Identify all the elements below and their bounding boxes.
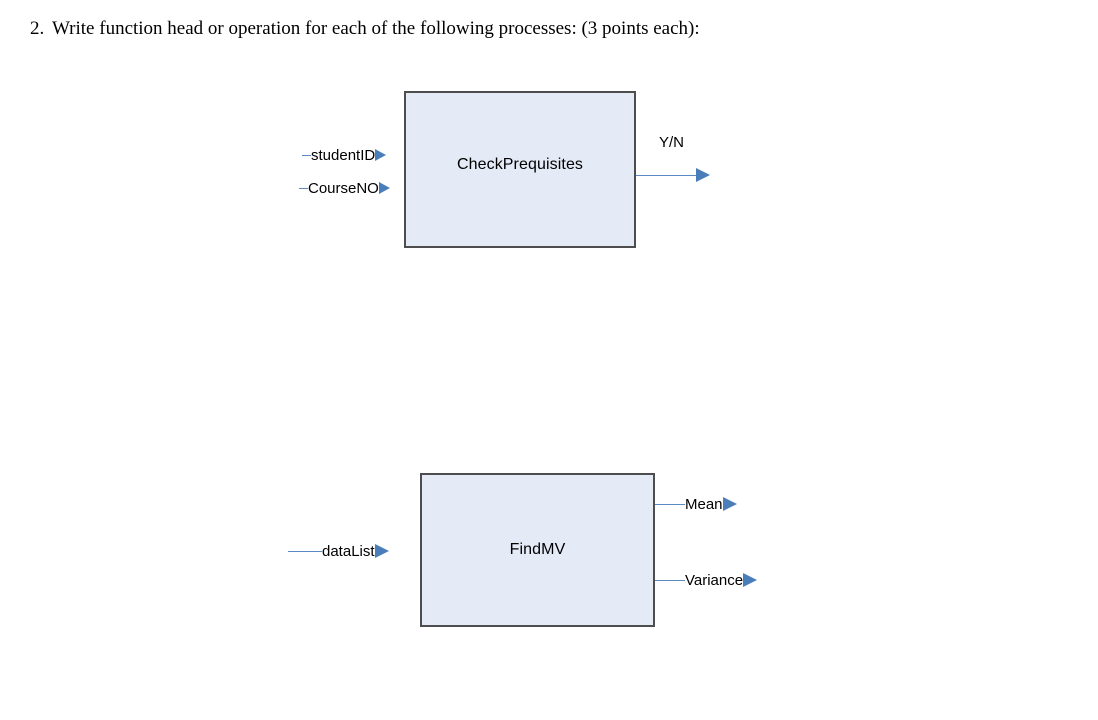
arrow-right-icon <box>722 497 737 511</box>
output-flow-label: Variance <box>685 571 744 589</box>
input-flow-course-no: CourseNO <box>299 179 390 197</box>
arrow-right-icon <box>696 168 710 182</box>
process-box-check-prequisites[interactable]: CheckPrequisites <box>404 91 636 248</box>
question-line: 2. Write function head or operation for e… <box>30 16 1070 42</box>
flow-line <box>655 503 685 505</box>
output-flow-yn <box>636 166 710 184</box>
output-flow-label: Mean <box>685 495 723 513</box>
arrow-right-icon <box>743 573 758 587</box>
arrow-right-icon <box>375 149 387 161</box>
input-flow-label: studentID <box>311 146 376 164</box>
process-box-label: FindMV <box>509 541 566 558</box>
question-number: 2. <box>30 18 45 39</box>
input-flow-label: dataList <box>322 542 375 560</box>
input-flow-student-id: studentID <box>302 146 387 164</box>
input-flow-data-list: dataList <box>288 542 389 560</box>
output-flow-mean: Mean <box>655 495 737 513</box>
output-flow-label-yn: Y/N <box>659 134 685 151</box>
process-box-label: CheckPrequisites <box>456 155 584 173</box>
output-flow-variance: Variance <box>655 571 758 589</box>
flow-line <box>636 174 696 176</box>
question-text: Write function head or operation for eac… <box>52 18 700 39</box>
flow-line <box>288 550 322 552</box>
flow-line <box>299 187 308 189</box>
arrow-right-icon <box>378 182 390 194</box>
input-flow-label: CourseNO <box>308 179 379 197</box>
flow-line <box>302 154 311 156</box>
process-box-find-mv[interactable]: FindMV <box>420 473 655 627</box>
arrow-right-icon <box>374 544 389 558</box>
flow-line <box>655 579 685 581</box>
